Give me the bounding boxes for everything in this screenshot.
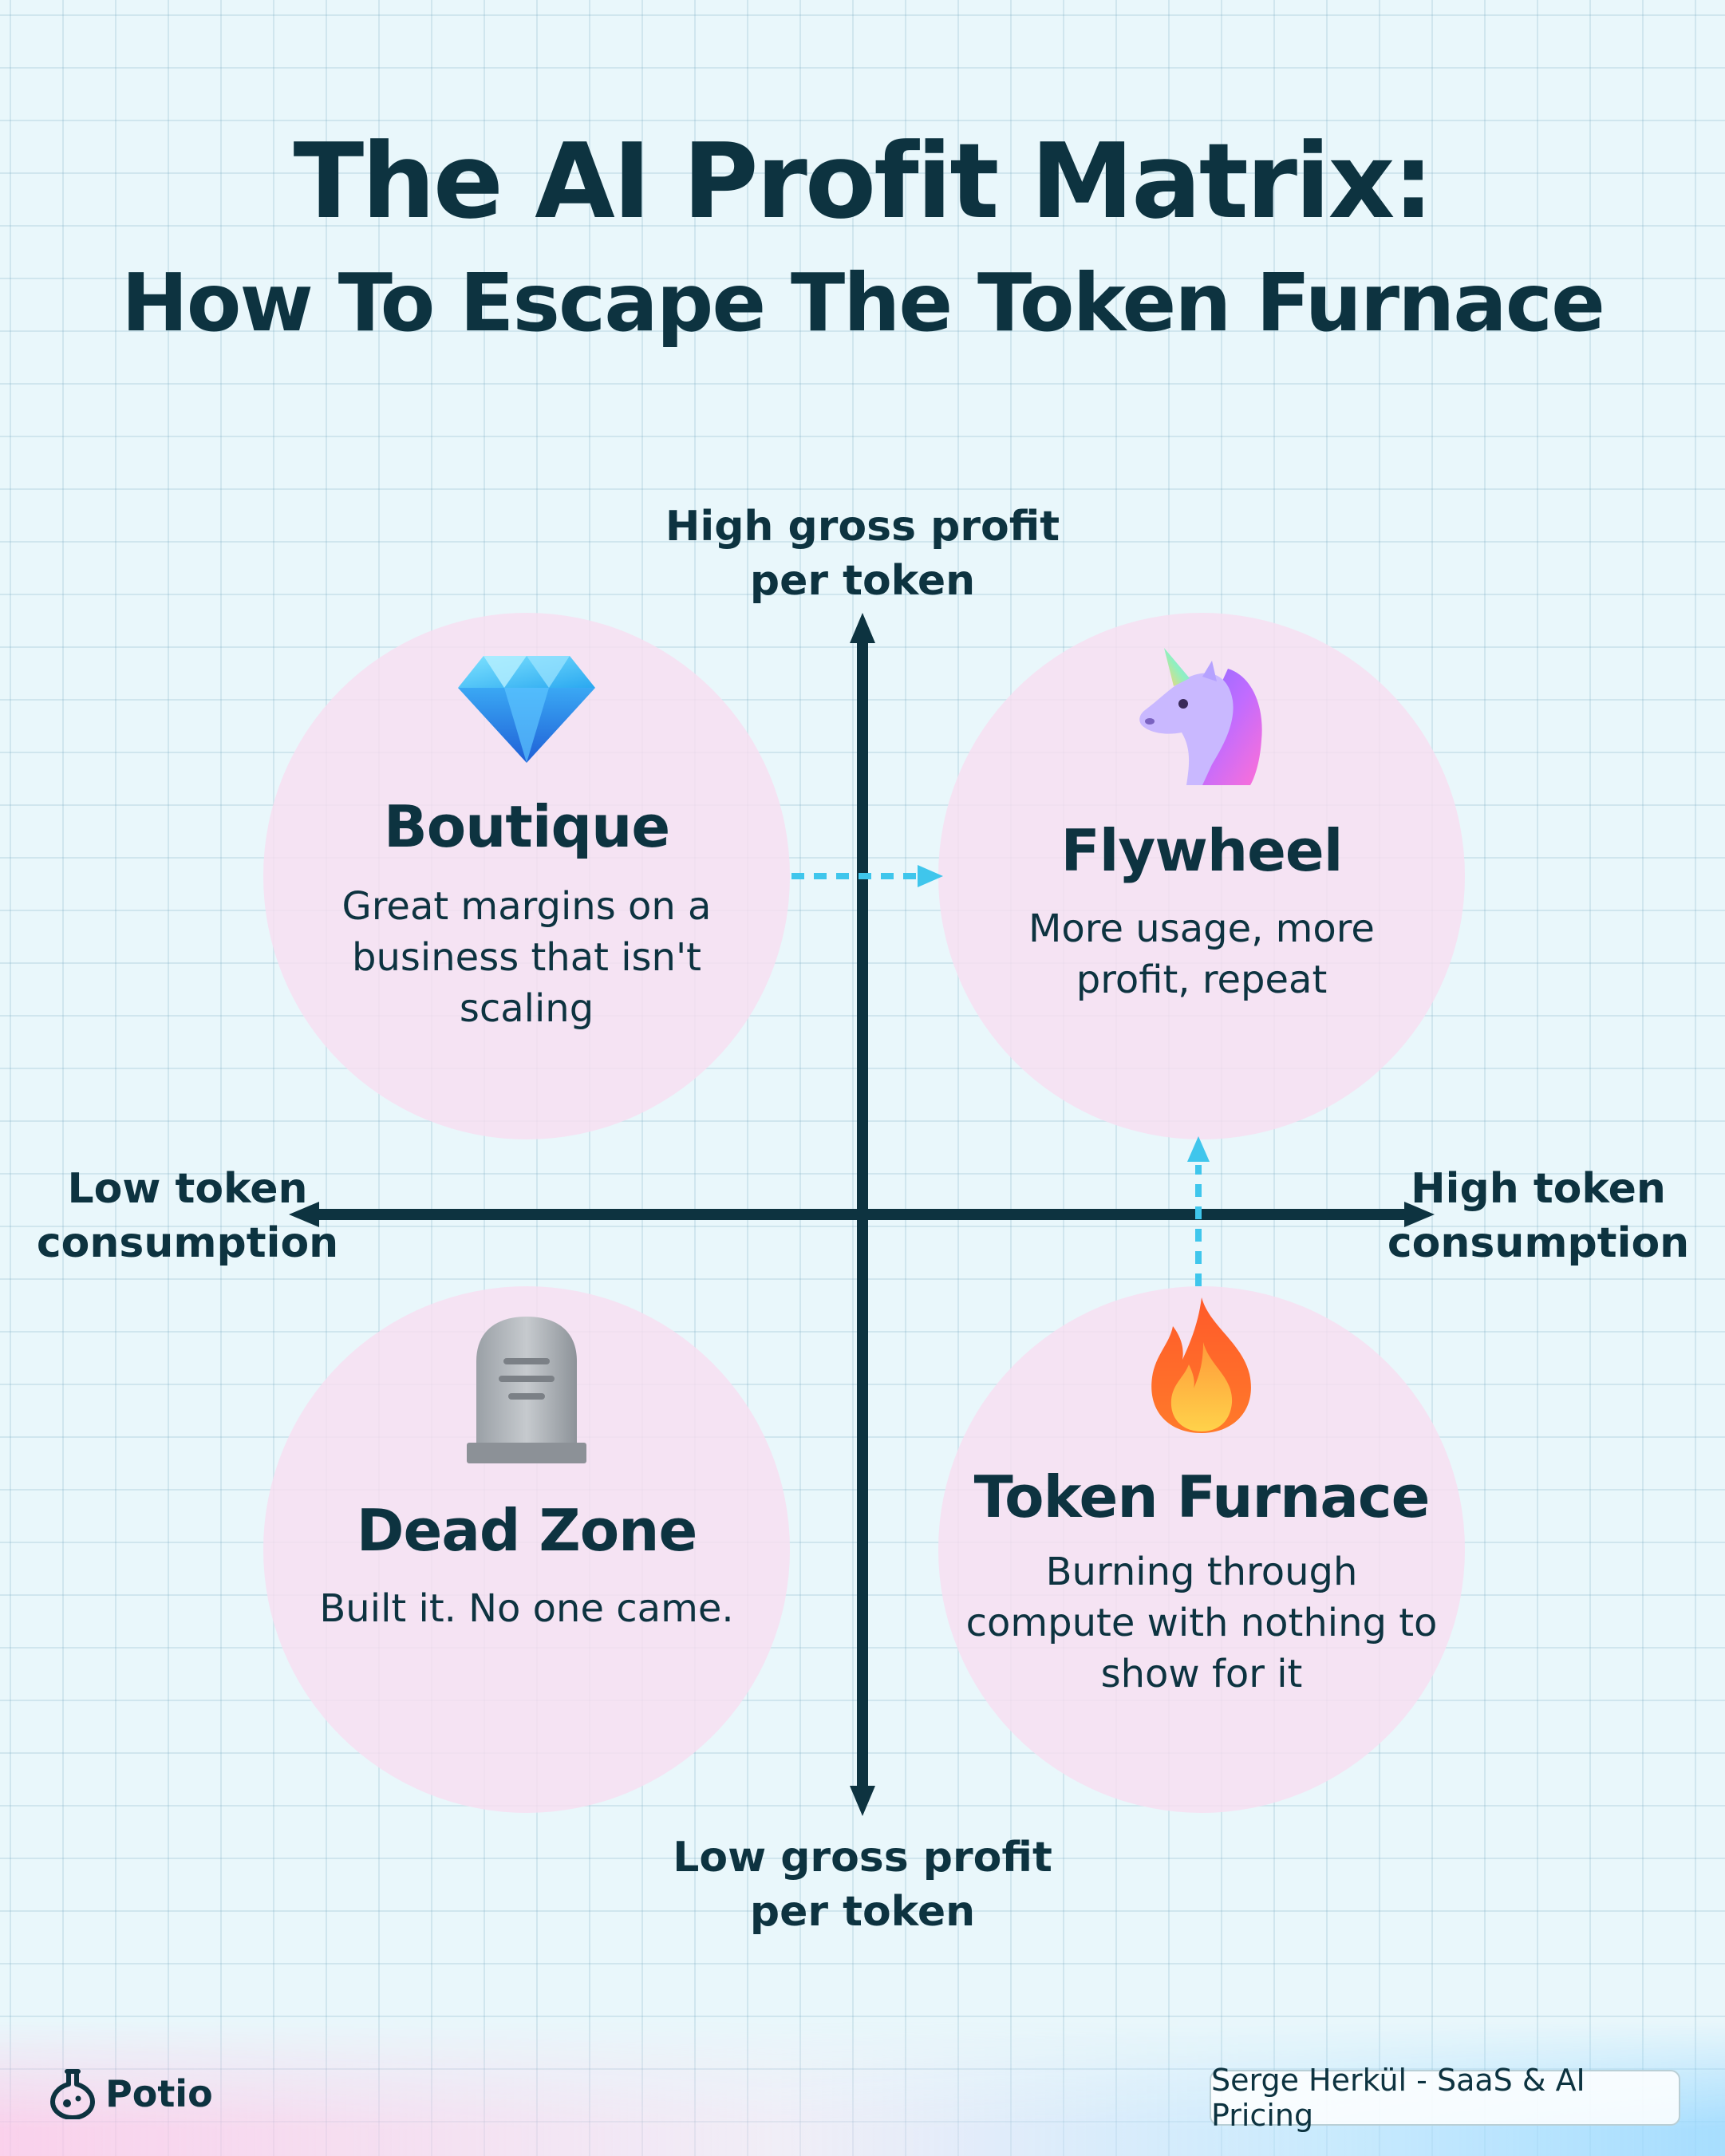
desc-line: scaling bbox=[459, 986, 594, 1031]
axis-label-bottom: Low gross profit per token bbox=[623, 1830, 1102, 1939]
arrow-down-icon bbox=[850, 1786, 875, 1816]
axis-label-line: consumption bbox=[1387, 1219, 1690, 1267]
potio-logo: Potio bbox=[49, 2068, 213, 2119]
quadrant-title: Flywheel bbox=[1060, 817, 1344, 884]
quadrant-description: More usage, more profit, repeat bbox=[994, 903, 1409, 1005]
arrow-right-icon bbox=[1404, 1202, 1435, 1227]
flask-icon bbox=[50, 2069, 95, 2119]
desc-line: Great margins on a bbox=[341, 884, 712, 929]
axis-label-line: High gross profit bbox=[665, 503, 1060, 551]
quadrant-description: Great margins on a business that isn't s… bbox=[319, 881, 734, 1034]
gem-icon bbox=[458, 656, 595, 763]
arrow-left-icon bbox=[289, 1202, 319, 1227]
axis-label-right: High token consumption bbox=[1363, 1162, 1714, 1270]
arrow-up-icon bbox=[850, 613, 875, 643]
axis-label-line: consumption bbox=[36, 1219, 339, 1267]
quadrant-dead-zone: Dead Zone Built it. No one came. bbox=[263, 1286, 790, 1813]
quadrant-title: Token Furnace bbox=[973, 1463, 1431, 1530]
brand-name: Potio bbox=[105, 2072, 213, 2115]
page-title: The AI Profit Matrix: bbox=[293, 120, 1435, 242]
desc-line: profit, repeat bbox=[1076, 958, 1328, 1002]
headstone-icon bbox=[467, 1317, 586, 1463]
axis-label-line: Low token bbox=[67, 1165, 308, 1213]
desc-line: Built it. No one came. bbox=[319, 1586, 734, 1631]
author-credit-badge: Serge Herkül - SaaS & AI Pricing bbox=[1210, 2063, 1680, 2133]
arrow-right-icon bbox=[918, 865, 943, 887]
arrow-up-icon bbox=[1187, 1136, 1210, 1162]
axis-label-left: Low token consumption bbox=[16, 1162, 359, 1270]
axis-label-line: per token bbox=[749, 1888, 976, 1936]
quadrant-token-furnace: Token Furnace Burning through compute wi… bbox=[938, 1286, 1465, 1813]
desc-line: Burning through bbox=[1045, 1550, 1358, 1594]
quadrant-boutique: Boutique Great margins on a business tha… bbox=[263, 613, 790, 1139]
desc-line: More usage, more bbox=[1028, 906, 1375, 951]
axis-label-top: High gross profit per token bbox=[623, 500, 1102, 608]
desc-line: business that isn't bbox=[352, 935, 701, 980]
fire-icon bbox=[1151, 1297, 1251, 1433]
quadrant-description: Burning through compute with nothing to … bbox=[954, 1546, 1449, 1700]
axis-label-line: per token bbox=[749, 557, 976, 605]
desc-line: show for it bbox=[1100, 1652, 1303, 1696]
quadrant-description: Built it. No one came. bbox=[287, 1583, 766, 1634]
quadrant-flywheel: Flywheel More usage, more profit, repeat bbox=[938, 613, 1465, 1139]
desc-line: compute with nothing to bbox=[965, 1601, 1438, 1645]
unicorn-icon bbox=[1139, 648, 1262, 785]
axis-label-line: High token bbox=[1411, 1165, 1666, 1213]
quadrant-title: Boutique bbox=[383, 793, 670, 860]
axis-label-line: Low gross profit bbox=[673, 1834, 1052, 1882]
page-subtitle: How To Escape The Token Furnace bbox=[121, 256, 1605, 349]
quadrant-title: Dead Zone bbox=[356, 1497, 698, 1564]
